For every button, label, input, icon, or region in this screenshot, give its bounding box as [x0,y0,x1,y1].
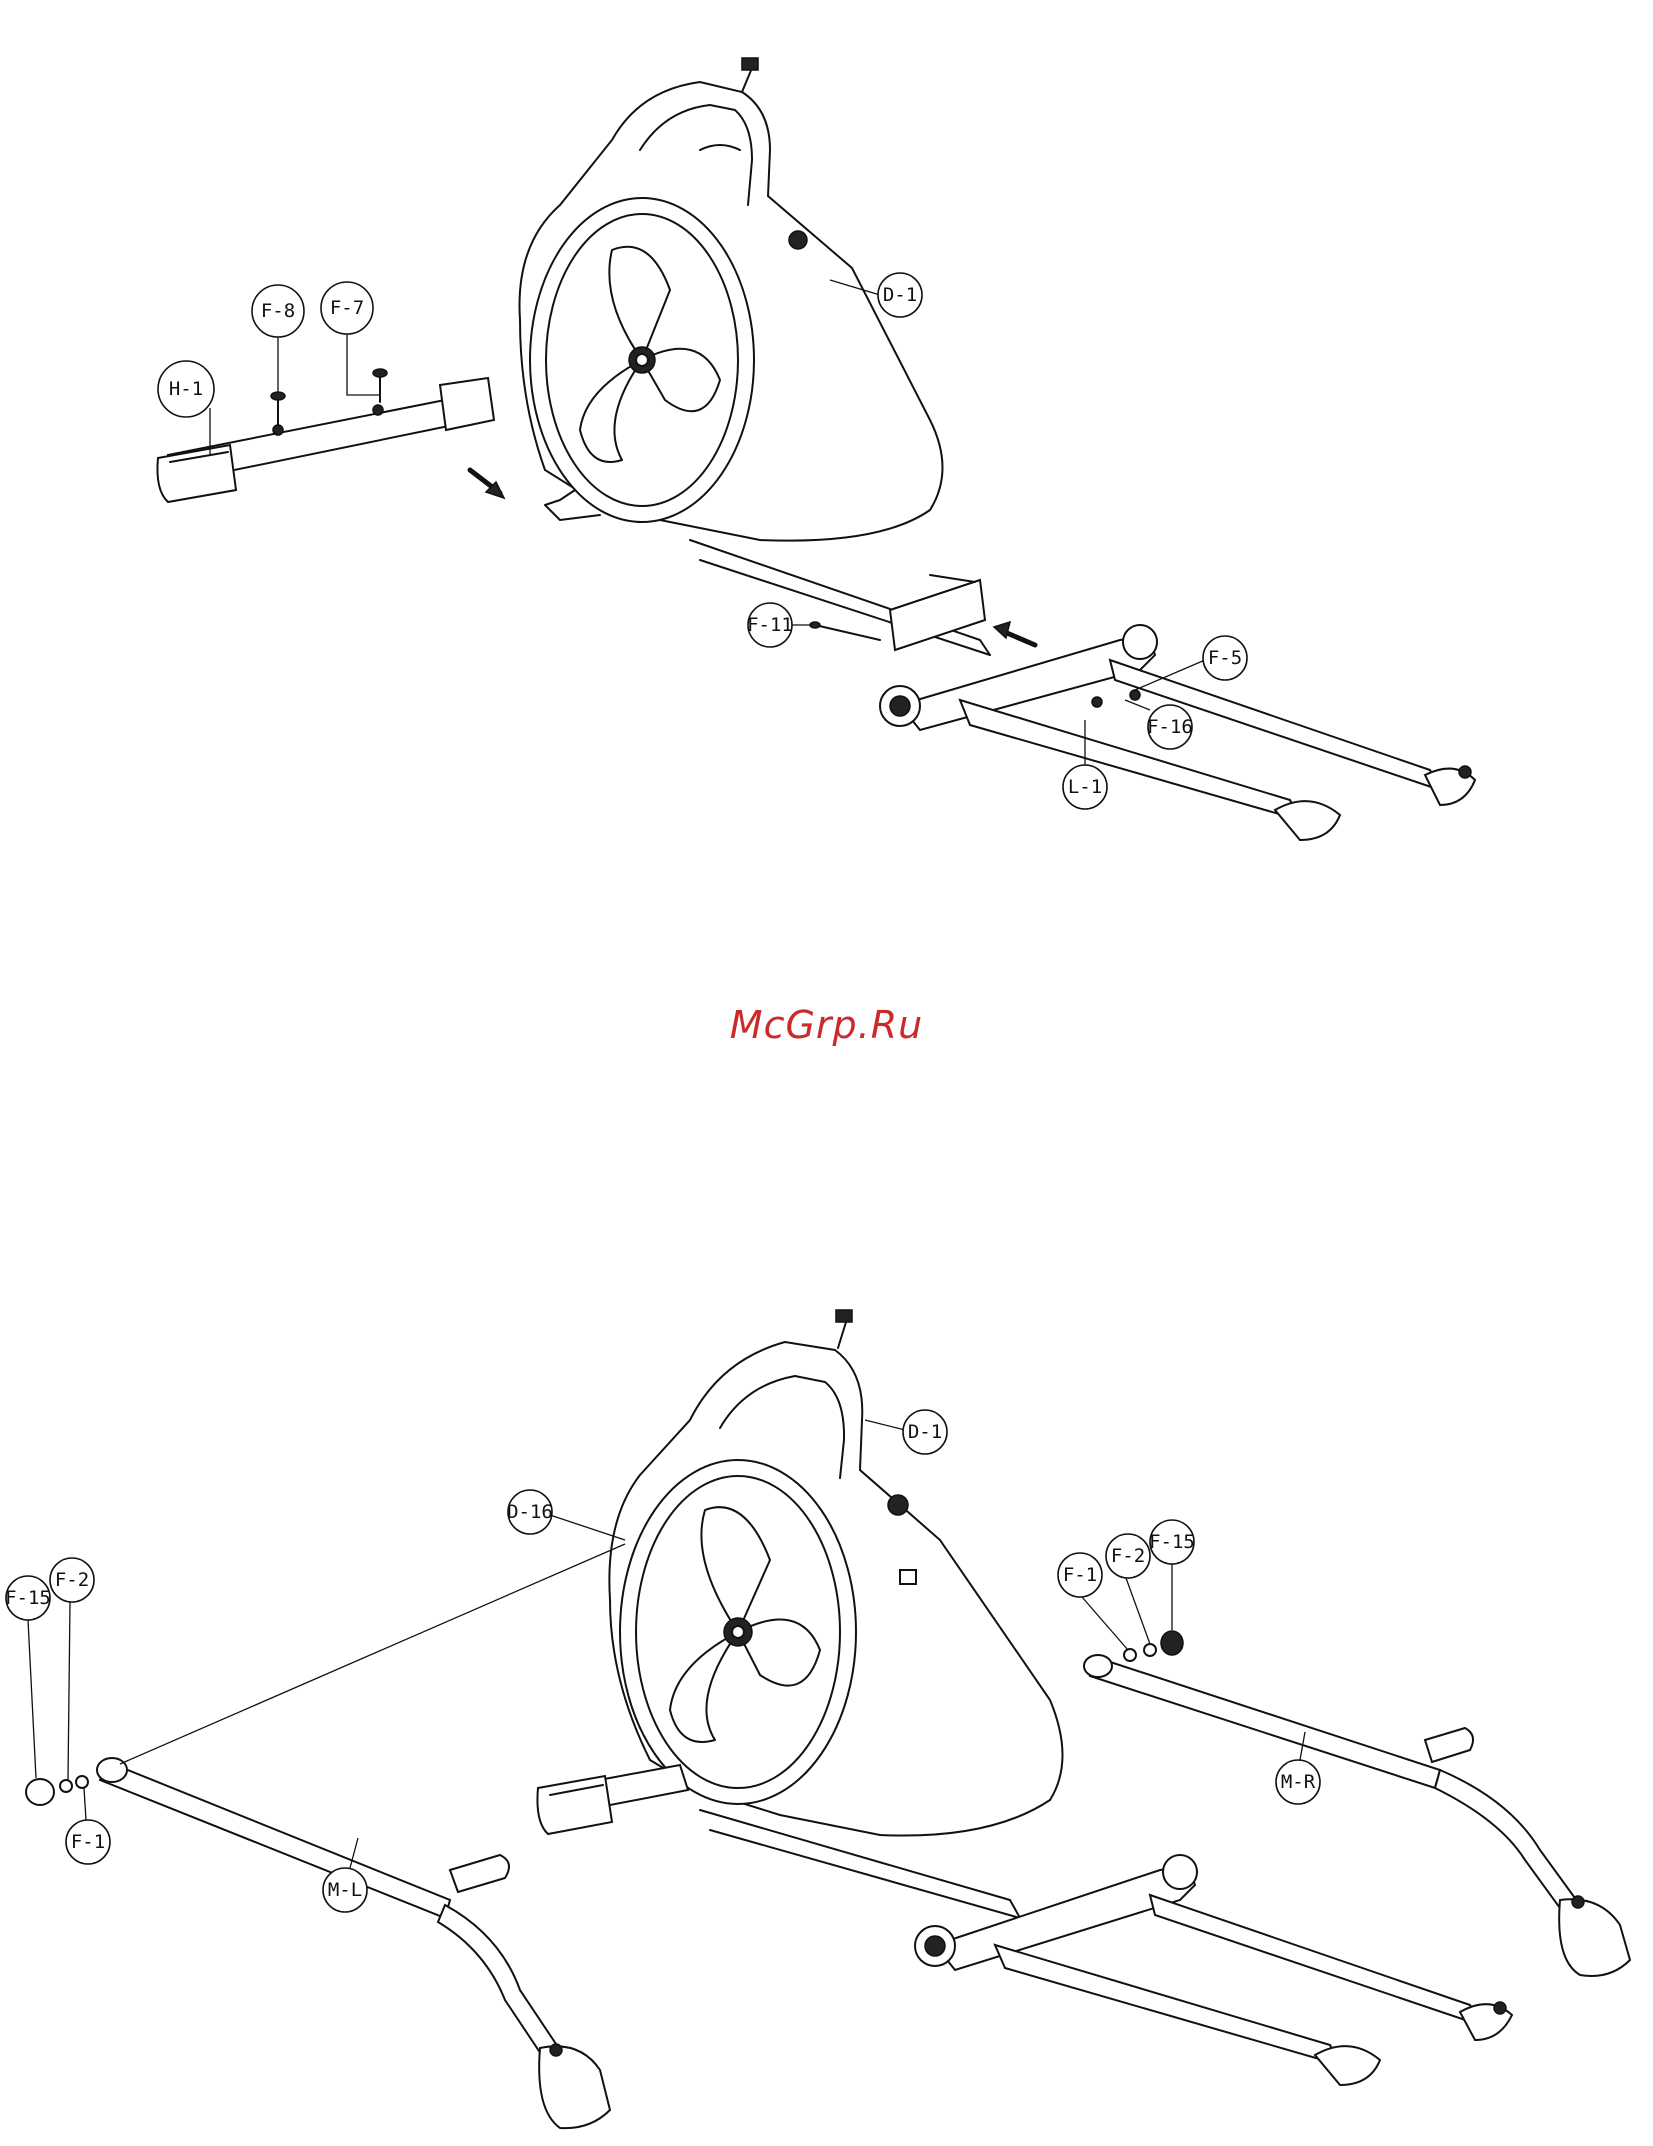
svg-text:F-1: F-1 [71,1831,105,1853]
svg-text:F-15: F-15 [1149,1531,1195,1553]
svg-text:D-16: D-16 [507,1501,553,1523]
svg-text:F-11: F-11 [747,614,793,636]
callout-h1: H-1 [158,361,214,456]
callout-f2-left: F-2 [50,1558,94,1780]
svg-text:F-15: F-15 [5,1587,51,1609]
front-stabilizer-installed [915,1855,1512,2085]
step-2-diagram: D-1 D-16 F-15 F-2 F-1 F-1 [5,1310,1630,2128]
step-1-diagram: H-1 F-8 F-7 D-1 F-11 F-5 [157,58,1475,840]
arrow-rear-insert [470,470,504,498]
svg-text:M-R: M-R [1281,1771,1316,1793]
svg-text:F-2: F-2 [55,1569,89,1591]
svg-text:F-7: F-7 [330,297,364,319]
main-frame-housing [520,58,991,655]
left-pedal-arm [97,1544,625,2128]
callout-f1-left: F-1 [66,1788,110,1864]
callout-f15-right: F-15 [1149,1520,1195,1630]
arrow-front-insert [994,622,1035,645]
svg-text:F-1: F-1 [1063,1564,1097,1586]
callout-f8: F-8 [252,285,304,392]
callout-f7: F-7 [321,282,380,395]
front-bracket [810,575,985,650]
callout-f11: F-11 [747,603,813,647]
svg-text:D-1: D-1 [908,1421,942,1443]
left-hardware [26,1776,88,1805]
svg-text:F-2: F-2 [1111,1545,1145,1567]
callout-f15-left: F-15 [5,1576,51,1778]
svg-text:F-5: F-5 [1208,647,1242,669]
right-pedal-arm [1084,1655,1630,1976]
watermark-text: McGrp.Ru [0,1003,1653,1047]
svg-text:H-1: H-1 [169,378,203,400]
svg-text:L-1: L-1 [1068,776,1102,798]
main-frame-housing-step2 [609,1310,1062,1918]
screw-f7 [373,369,387,402]
callout-f2-right: F-2 [1106,1534,1150,1644]
svg-text:D-1: D-1 [883,284,917,306]
rear-stabilizer-installed [537,1765,688,1834]
svg-text:F-8: F-8 [261,300,295,322]
callout-d1-bottom: D-1 [865,1410,947,1454]
right-hardware [1124,1631,1183,1661]
svg-text:M-L: M-L [328,1879,362,1901]
callout-d16: D-16 [507,1490,625,1540]
callout-f16: F-16 [1125,700,1193,749]
callout-ml: M-L [323,1838,367,1912]
svg-text:F-16: F-16 [1147,716,1193,738]
screw-f8 [271,392,285,425]
